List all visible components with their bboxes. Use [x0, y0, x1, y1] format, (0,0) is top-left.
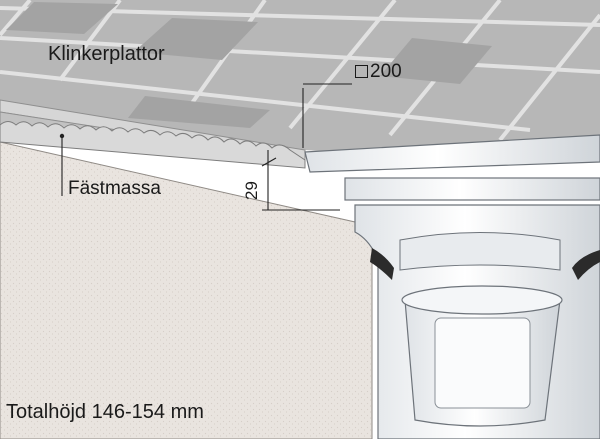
- label-drain-size: 200: [355, 62, 402, 81]
- gasket-right: [572, 250, 600, 280]
- screed-base: [0, 141, 373, 439]
- drain-trap-rim: [401, 285, 563, 315]
- drain-flange: [304, 134, 600, 173]
- drain-inner-cylinder: [434, 317, 531, 409]
- drain-grate-frame: [344, 177, 600, 201]
- dimension-layer-29: [261, 150, 340, 211]
- square-symbol-icon: [355, 65, 368, 78]
- dimension-drain: [302, 83, 352, 148]
- drain-inner-bowl: [399, 232, 561, 271]
- gasket-left: [370, 248, 394, 280]
- drain-size-value: 200: [370, 61, 402, 82]
- adhesive-layer: [0, 121, 306, 169]
- label-total-height: Totalhöjd 146-154 mm: [6, 401, 204, 423]
- label-adhesive: Fästmassa: [68, 178, 161, 199]
- label-tiles: Klinkerplattor: [48, 43, 165, 65]
- tile-dark-patches: [6, 2, 492, 128]
- label-layer-dimension: 29: [242, 181, 261, 200]
- leader-dot: [59, 133, 65, 139]
